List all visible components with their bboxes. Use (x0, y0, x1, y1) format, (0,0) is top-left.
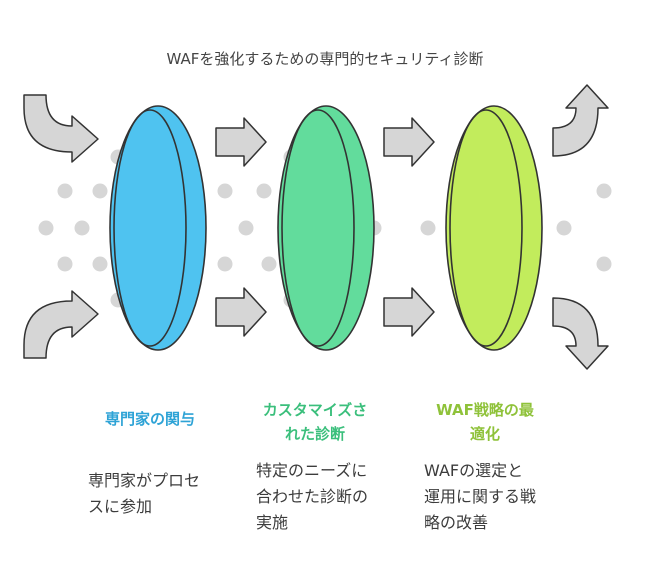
dot (57, 183, 73, 199)
description-line: 特定のニーズに (256, 461, 368, 480)
description-line: 略の改善 (424, 513, 489, 532)
dot (238, 220, 254, 236)
description-line: 専門家がプロセ (88, 471, 201, 490)
heading-line: 専門家の関与 (104, 410, 195, 428)
dot (256, 183, 272, 199)
heading-line: カスタマイズさ (262, 401, 368, 419)
dot (92, 256, 108, 272)
filter-ring-1 (109, 105, 207, 351)
dot (217, 256, 233, 272)
stage-heading-customized-diagnosis: カスタマイズさ れた診断 (240, 398, 390, 446)
stage-description-1: 専門家がプロセ スに参加 (88, 468, 238, 520)
dot (74, 220, 90, 236)
stage-heading-waf-strategy: WAF戦略の最 適化 (410, 398, 560, 446)
dot (38, 220, 54, 236)
dot (261, 256, 277, 272)
description-line: WAFの選定と (424, 461, 524, 480)
curved-inflow-arrow-top (23, 94, 99, 163)
curved-outflow-arrow-bottom (552, 297, 609, 370)
curved-inflow-arrow-bottom (23, 290, 99, 359)
curved-outflow-arrow-top (552, 84, 609, 157)
dot (92, 183, 108, 199)
dot (596, 256, 612, 272)
dot (420, 220, 436, 236)
description-line: 運用に関する戦 (424, 487, 537, 506)
stage-description-3: WAFの選定と 運用に関する戦 略の改善 (424, 458, 574, 536)
filter-ring-3 (445, 105, 543, 351)
straight-arrow (383, 287, 435, 337)
heading-line: れた診断 (284, 425, 345, 443)
dot (556, 220, 572, 236)
straight-arrow (215, 117, 267, 167)
stage-description-2: 特定のニーズに 合わせた診断の 実施 (256, 458, 406, 536)
stage-heading-expert-involvement: 専門家の関与 (75, 407, 225, 431)
dot (57, 256, 73, 272)
description-line: スに参加 (88, 497, 153, 516)
description-line: 合わせた診断の (256, 487, 369, 506)
description-line: 実施 (256, 513, 289, 532)
page-title: WAFを強化するための専門的セキュリティ診断 (166, 50, 484, 68)
dot (596, 183, 612, 199)
straight-arrow (383, 117, 435, 167)
heading-line: WAF戦略の最 (436, 401, 534, 419)
filter-ring-2 (277, 105, 375, 351)
heading-line: 適化 (469, 425, 500, 443)
straight-arrow (215, 287, 267, 337)
dot (217, 183, 233, 199)
